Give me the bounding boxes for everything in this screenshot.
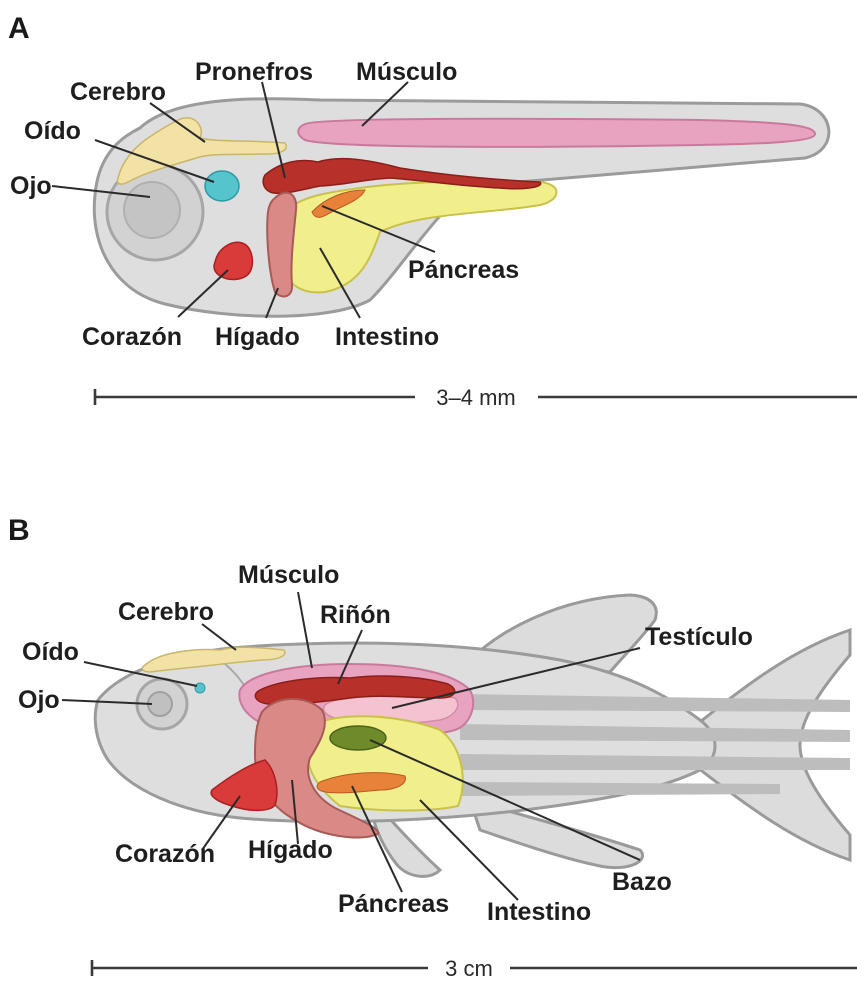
larva-muscle: [298, 119, 815, 147]
adult-intestine: [308, 716, 463, 810]
label-b-corazon: Corazón: [115, 840, 215, 868]
larva-liver: [267, 193, 296, 297]
panel-b: B: [8, 514, 857, 981]
label-a-cerebro: Cerebro: [70, 78, 166, 106]
scale-bar-a: 3–4 mm: [95, 385, 857, 410]
label-b-bazo: Bazo: [612, 868, 672, 896]
panel-a: A Pronefros Músculo Cereb: [8, 12, 857, 410]
label-b-testiculo: Testículo: [645, 623, 753, 651]
label-b-pancreas: Páncreas: [338, 890, 449, 918]
label-b-ojo: Ojo: [18, 686, 60, 714]
label-a-ojo: Ojo: [10, 172, 52, 200]
label-a-pancreas: Páncreas: [408, 256, 519, 284]
adult-spleen: [330, 726, 386, 750]
scale-label-a: 3–4 mm: [436, 385, 515, 410]
label-b-cerebro: Cerebro: [118, 598, 214, 626]
label-a-corazon: Corazón: [82, 323, 182, 351]
scale-label-b: 3 cm: [445, 956, 493, 981]
adult-stripe-4: [460, 782, 780, 796]
label-b-oido: Oído: [22, 638, 79, 666]
larva-ear: [205, 171, 239, 201]
scale-bar-b: 3 cm: [92, 956, 857, 981]
label-a-higado: Hígado: [215, 323, 300, 351]
label-a-intestino: Intestino: [335, 323, 439, 351]
label-a-oido: Oído: [24, 117, 81, 145]
larva-eye-lens: [124, 182, 180, 238]
adult-ear: [195, 683, 205, 693]
panel-a-letter: A: [8, 12, 30, 45]
label-b-musculo: Músculo: [238, 561, 339, 589]
panel-b-letter: B: [8, 514, 30, 547]
label-a-musculo: Músculo: [356, 58, 457, 86]
label-b-rinon: Riñón: [320, 601, 391, 629]
label-b-intestino: Intestino: [487, 898, 591, 926]
label-a-pronefros: Pronefros: [195, 58, 313, 86]
leader-b-cerebro: [202, 624, 236, 650]
label-b-higado: Hígado: [248, 836, 333, 864]
